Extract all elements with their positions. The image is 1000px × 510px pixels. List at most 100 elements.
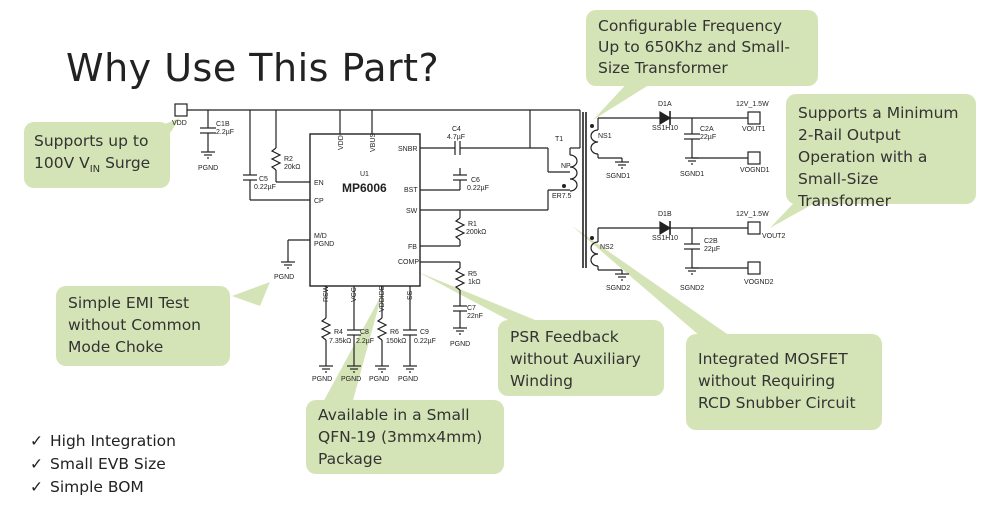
pin-vdd: VDD (338, 135, 345, 150)
checklist-item: ✓Small EVB Size (30, 453, 176, 476)
pin-sw: SW (406, 208, 418, 215)
callout-line: Operation with a (798, 148, 928, 166)
ns2-label: NS2 (600, 244, 614, 251)
pgnd-label-4: PGND (312, 376, 332, 383)
r6-value: 150kΩ (386, 338, 406, 345)
vdd-label: VDD (172, 120, 187, 127)
check-icon: ✓ (30, 478, 43, 496)
out1-spec: 12V_1.5W (736, 101, 769, 108)
callout-line: Up to 650Khz and Small- (598, 38, 790, 56)
callout-line: Configurable Frequency (598, 17, 783, 35)
c5-ref: C5 (259, 176, 268, 183)
c9-value: 0.22µF (414, 338, 436, 345)
c8-ref: C8 (360, 329, 369, 336)
callout-line: PSR Feedback (510, 328, 619, 346)
pin-md: M/D (314, 233, 327, 240)
sgnd2-label-b: SGND2 (680, 285, 704, 292)
pin-vcc: VCC (351, 287, 358, 302)
pin-vddide: VDDIDE (379, 285, 386, 312)
pgnd-label-1: PGND (198, 165, 218, 172)
callout-line: RCD Snubber Circuit (698, 394, 856, 412)
vout2-label: VOUT2 (762, 233, 785, 240)
callout-line: Mode Choke (68, 338, 164, 356)
callout-line: Package (318, 450, 383, 468)
c8-value: 2.2µF (356, 338, 374, 345)
callout-line: Simple EMI Test (68, 294, 190, 312)
pgnd-label-7: PGND (398, 376, 418, 383)
pin-ss: SS (407, 290, 414, 300)
d1b-value: SS1H10 (652, 235, 678, 242)
c2b-ref: C2B (704, 238, 718, 245)
pgnd-label-6: PGND (369, 376, 389, 383)
callout-line: 100V VIN Surge (34, 152, 160, 181)
surge-subscript: IN (89, 164, 101, 176)
callout-qfn: Available in a Small QFN-19 (3mmx4mm) Pa… (306, 400, 504, 474)
callout-line: Supports a Minimum (798, 104, 959, 122)
c5-value: 0.22µF (254, 184, 276, 191)
c1b-value: 2.2µF (216, 129, 234, 136)
check-icon: ✓ (30, 432, 43, 450)
checklist-label: High Integration (50, 432, 176, 450)
callout-mosfet: Integrated MOSFET without Requiring RCD … (686, 334, 882, 430)
out2-spec: 12V_1.5W (736, 211, 769, 218)
callout-emi: Simple EMI Test without Common Mode Chok… (56, 286, 230, 366)
ground-symbols (201, 151, 699, 373)
pgnd-label-3: PGND (450, 341, 470, 348)
pin-vbus: VBUS (370, 133, 377, 152)
pin-en: EN (314, 180, 324, 187)
c7-ref: C7 (467, 305, 476, 312)
c2b-value: 22µF (704, 246, 720, 253)
surge-suffix: Surge (100, 154, 151, 172)
pgnd-label-5: PGND (341, 376, 361, 383)
c7-value: 22nF (467, 313, 483, 320)
callout-line: Size Transformer (598, 59, 728, 77)
r1-value: 200kΩ (466, 229, 486, 236)
sgnd1-label-b: SGND1 (680, 171, 704, 178)
pin-snbr: SNBR (398, 146, 417, 153)
callout-surge: Supports up to 100V VIN Surge (24, 122, 170, 188)
checklist-label: Small EVB Size (50, 455, 166, 473)
checklist-item: ✓ High Integration (30, 430, 176, 453)
callout-line: without Requiring (698, 372, 836, 390)
ic-ref: U1 (360, 171, 369, 178)
ns1-label: NS1 (598, 133, 612, 140)
c2a-value: 22µF (700, 134, 716, 141)
d1a-value: SS1H10 (652, 125, 678, 132)
r5-ref: R5 (468, 271, 477, 278)
d1a-ref: D1A (658, 101, 672, 108)
er-label: ER7.5 (552, 193, 572, 200)
r5-value: 1kΩ (468, 279, 481, 286)
tail-emi (232, 282, 270, 306)
callout-line: Small-Size Transformer (798, 170, 892, 210)
t1-label: T1 (555, 136, 563, 143)
r6-ref: R6 (390, 329, 399, 336)
callout-rail: Supports a Minimum 2-Rail Output Operati… (786, 94, 976, 210)
vognd1-label: VOGND1 (740, 167, 770, 174)
vdd-terminal (174, 103, 188, 117)
callout-line: Available in a Small (318, 406, 470, 424)
pgnd-label-2: PGND (274, 274, 294, 281)
schematic-labels: VDD C1B 2.2µF PGND R2 20kΩ C5 0.22µF EN … (172, 101, 785, 383)
checklist-label: Simple BOM (50, 478, 144, 496)
wires (174, 103, 761, 366)
pin-comp: COMP (398, 259, 419, 266)
callout-psr: PSR Feedback without Auxiliary Winding (498, 320, 664, 396)
callout-frequency: Configurable Frequency Up to 650Khz and … (586, 10, 818, 86)
tail-qfn (322, 294, 382, 404)
callout-line: 2-Rail Output (798, 126, 901, 144)
r4-value: 7.35kΩ (329, 338, 351, 345)
pin-pgnd: PGND (314, 241, 334, 248)
c4-value: 4.7µF (447, 134, 465, 141)
c2a-ref: C2A (700, 126, 714, 133)
callout-line: without Auxiliary (510, 350, 641, 368)
c1b-ref: C1B (216, 121, 230, 128)
r2-ref: R2 (284, 156, 293, 163)
checklist-item: ✓ Simple BOM (30, 476, 176, 499)
pin-cp: CP (314, 198, 324, 205)
page-title: Why Use This Part? (66, 46, 440, 90)
tail-frequency (593, 78, 660, 120)
r1-ref: R1 (468, 221, 477, 228)
pin-bst: BST (404, 187, 418, 194)
callout-line: without Common (68, 316, 202, 334)
